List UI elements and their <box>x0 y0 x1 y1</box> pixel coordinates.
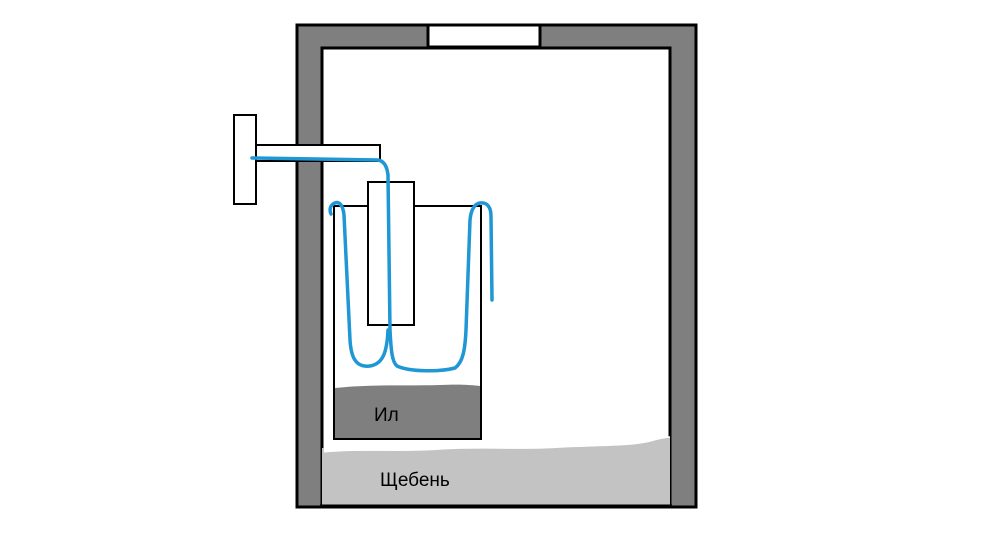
gravel-surface-line <box>321 436 671 453</box>
gravel-layer <box>322 437 670 506</box>
gravel-left-edge <box>322 448 324 506</box>
hose-left-loop <box>328 200 390 368</box>
gravel-label: Щебень <box>380 470 450 491</box>
hose <box>250 156 494 373</box>
well-top-opening <box>426 23 542 49</box>
sludge-layer <box>335 384 480 438</box>
sludge-label: Ил <box>374 405 399 426</box>
